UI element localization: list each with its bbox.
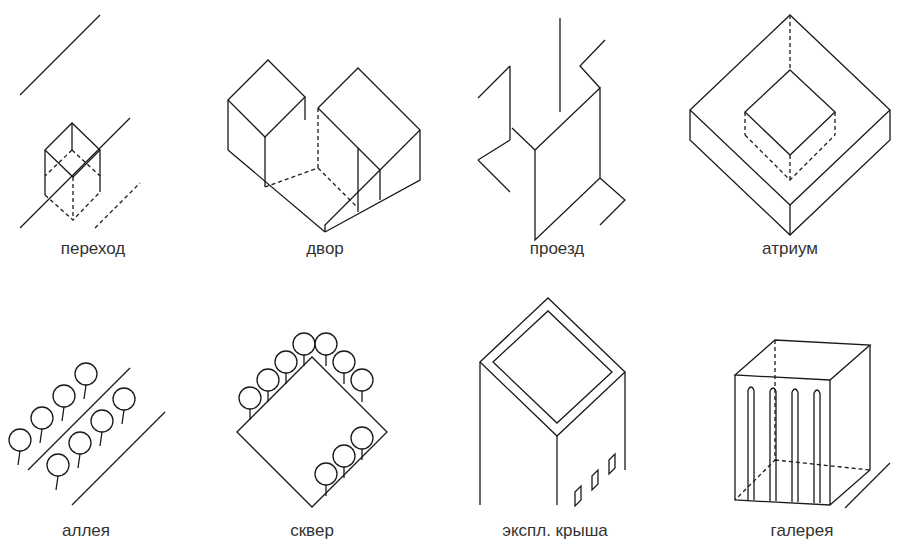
caption-label: аллея [62,522,110,541]
caption-label: двор [306,240,344,259]
passage-drawing [20,15,140,228]
caption-label: сквер [290,522,334,541]
caption-label: галерея [771,522,834,541]
caption-label: проезд [530,240,585,259]
courtyard-drawing [228,60,420,232]
square-park-drawing [237,333,387,507]
roof-terrace-drawing [480,298,625,506]
caption-label: переход [61,240,126,259]
gallery-drawing [735,340,890,508]
drive-through-drawing [478,18,625,240]
caption-label: экспл. крыша [502,522,608,541]
alley-drawing [9,363,165,505]
atrium-drawing [690,15,890,235]
caption-label: атриум [762,240,818,259]
